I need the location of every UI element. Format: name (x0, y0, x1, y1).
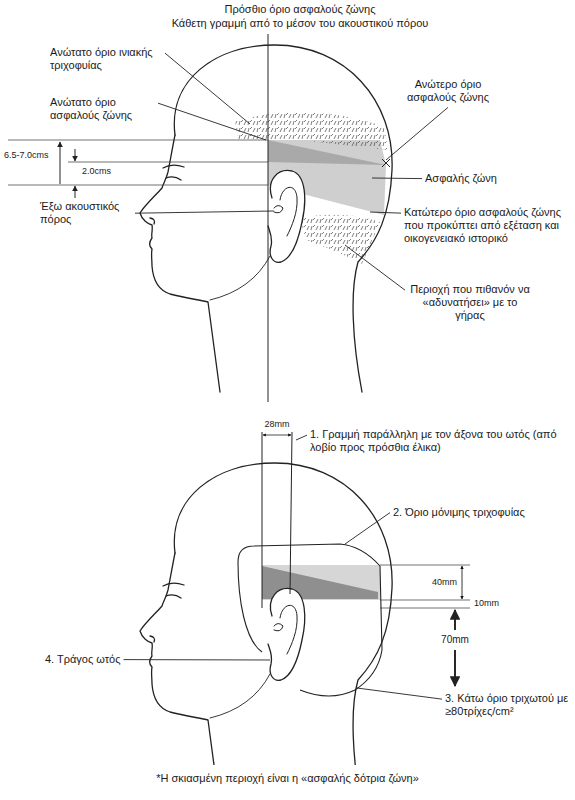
annotation-label: Ασφαλής ζώνη (425, 172, 497, 185)
leader-line (345, 513, 390, 544)
dimension-label: 28mm (264, 419, 289, 430)
limit-marker (382, 159, 390, 167)
dimension-line (68, 162, 268, 163)
dimension-label: 6.5-7.0cms (4, 150, 49, 161)
dimension-arrow (263, 435, 291, 436)
dimension-label: 2.0cms (82, 166, 111, 177)
dimension-line (380, 565, 470, 566)
annotation-label: Κατώτερο όριο ασφαλούς ζώνης που προκύπτ… (404, 206, 570, 246)
occipital-hair (235, 113, 388, 150)
annotation-label: Ανώτατο όριο ινιακής τριχοφυίας (50, 46, 162, 72)
dimension-label: 40mm (432, 577, 457, 588)
dimension-label: 70mm (441, 634, 469, 646)
dimension-arrow (462, 566, 463, 599)
vertical-line (268, 34, 269, 402)
head-bottom (140, 463, 392, 765)
leader-line (296, 435, 307, 440)
annotation-label: 4. Τράγος ωτός (45, 653, 121, 666)
annotation-label: Περιοχή που πιθανόν να «αδυνατήσει» με τ… (408, 283, 532, 323)
dimension-arrow (454, 610, 456, 630)
dimension-arrow (454, 650, 456, 686)
dimension-line (8, 140, 268, 141)
head-top (140, 45, 392, 392)
annotation-label: Ανώτερο όριο ασφαλούς ζώνης (393, 78, 503, 104)
annotation-label: Ανώτατο όριο ασφαλούς ζώνης (50, 96, 155, 122)
annotation-label: Κάθετη γραμμή από το μέσον του ακουστικο… (172, 17, 429, 30)
dimension-line (380, 600, 470, 601)
dimension-line (8, 185, 268, 186)
ear-axis-line (290, 432, 292, 594)
dimension-arrow (75, 186, 76, 198)
leader-line (370, 212, 401, 213)
annotation-label: Έξω ακουστικός πόρος (40, 200, 132, 226)
leader-line (372, 178, 422, 180)
dimension-arrow (60, 142, 61, 184)
leader-line (135, 211, 274, 213)
leader-line (357, 688, 442, 699)
leader-line (158, 103, 266, 140)
hair-boundary (238, 544, 382, 696)
annotation-label: 1. Γραμμή παράλληλη με τον άξονα του ωτό… (310, 428, 560, 454)
annotation-label: Πρόσθιο όριο ασφαλούς ζώνης (225, 3, 376, 16)
leader-line (386, 107, 448, 160)
annotation-label: 2. Όριο μόνιμης τριχοφυίας (393, 506, 525, 519)
caption: *Η σκιασμένη περιοχή είναι η «ασφαλής δό… (0, 772, 575, 785)
leader-line (345, 245, 405, 290)
leader-line (165, 53, 250, 124)
nape-hair (300, 215, 380, 264)
annotation-label: 3. Κάτω όριο τριχωτού με ≥80τρίχες/cm² (445, 692, 571, 718)
ear-axis-line (262, 432, 263, 608)
dimension-arrow (75, 149, 76, 161)
dimension-label: 10mm (474, 598, 499, 609)
leader-line (124, 659, 270, 660)
dimension-line (380, 608, 470, 609)
